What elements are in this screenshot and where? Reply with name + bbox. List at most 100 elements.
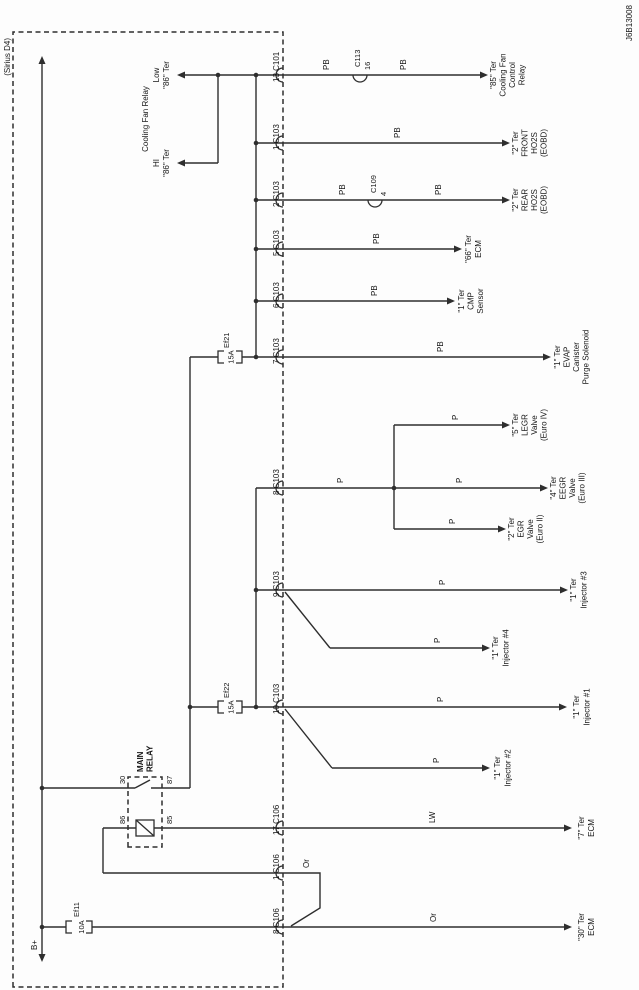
battery-arrow-icon bbox=[38, 954, 46, 962]
connector-label: 6 C103 bbox=[272, 282, 281, 308]
arrow-up-icon bbox=[177, 71, 185, 79]
doc-code-label: J6B13008 bbox=[625, 4, 634, 41]
arrow-down-icon bbox=[559, 703, 567, 711]
connector-8-c106: 8 C106 bbox=[272, 908, 284, 935]
fuse-ef22: 15A Ef22 bbox=[190, 683, 283, 714]
connector-label: 1 C103 bbox=[272, 124, 281, 150]
destination-label: Injector #2 bbox=[504, 749, 513, 787]
connector-label: 8 C103 bbox=[272, 469, 281, 495]
battery-feed-bus: B+ bbox=[30, 56, 46, 962]
row-cooling-fan: Cooling Fan Relay HI "86" Ter Low "86" T… bbox=[141, 50, 527, 177]
destination-label: ECM bbox=[587, 918, 596, 936]
wire-color-label: PB bbox=[436, 341, 445, 352]
wire-color-label: PB bbox=[338, 184, 347, 195]
relay-terminal-86: 86 bbox=[118, 816, 127, 824]
wire-color-label: Or bbox=[429, 913, 438, 922]
battery-label: B+ bbox=[30, 940, 39, 950]
p-distribution-bus bbox=[253, 487, 283, 707]
connector-7-c103: 7 C103 bbox=[272, 338, 284, 365]
connector-label: 10 C103 bbox=[272, 683, 281, 714]
destination-label: "2" Ter bbox=[511, 188, 520, 212]
arrow-down-icon bbox=[454, 245, 462, 253]
destination-label: Sensor bbox=[476, 288, 485, 314]
destination-label: FRONT bbox=[521, 129, 530, 157]
connector-label: 9 C103 bbox=[272, 571, 281, 597]
wire-color-label: PB bbox=[399, 59, 408, 70]
inline-connector-icon bbox=[367, 199, 383, 208]
arrow-down-icon bbox=[543, 353, 551, 361]
harness-boundary-box bbox=[12, 31, 284, 988]
relay-terminal-30: 30 bbox=[118, 776, 127, 784]
arrow-down-icon bbox=[564, 824, 572, 832]
wire-color-label: PB bbox=[370, 285, 379, 296]
jumper-wire bbox=[283, 872, 321, 927]
arrow-down-icon bbox=[540, 484, 548, 492]
destination-label: CMP bbox=[467, 292, 476, 310]
fuse-cap-icon bbox=[86, 920, 93, 934]
destination-label: "5" Ter bbox=[511, 413, 520, 437]
wire-ecm-30: Or "30" Ter ECM bbox=[283, 913, 596, 941]
destination-label: "1" Ter bbox=[457, 289, 466, 313]
row-injectors-3-4: 9 C103 P P "1" Ter Injector #3 "1" Ter I… bbox=[256, 571, 589, 667]
destination-label: HO2S bbox=[530, 132, 539, 154]
fuse-amp-label: 10A bbox=[77, 920, 86, 933]
hi-terminal-label: "86" Ter bbox=[162, 149, 171, 177]
destination-label: (Euro IV) bbox=[540, 409, 549, 441]
row-egr-valves: 8 C103 P P P P "5" Ter LEGR Valve (Euro … bbox=[272, 409, 587, 544]
junction-dot bbox=[215, 72, 221, 78]
destination-label: "2" Ter bbox=[511, 131, 520, 155]
destination-label: "1" Ter bbox=[569, 578, 578, 602]
system-label: (Sirius D4) bbox=[3, 38, 12, 76]
arrow-up-icon bbox=[177, 159, 185, 167]
connector-arc-icon bbox=[275, 241, 284, 257]
arrow-down-icon bbox=[502, 139, 510, 147]
destination-label: Purge Solenoid bbox=[582, 330, 591, 385]
boundary-rect bbox=[12, 31, 284, 988]
wire-color-label: LW bbox=[428, 811, 437, 823]
relay-switch-icon bbox=[128, 779, 162, 789]
connector-arc-icon bbox=[275, 919, 284, 935]
connector-10-c103: 10 C103 bbox=[272, 683, 284, 715]
destination-label: Injector #4 bbox=[502, 629, 511, 667]
connector-label: 13 C101 bbox=[272, 51, 281, 82]
relay-name-line2: RELAY bbox=[146, 745, 155, 772]
relay-terminal-85: 85 bbox=[165, 816, 174, 824]
connector-label: 1 C106 bbox=[272, 854, 281, 880]
connector-label: 5 C103 bbox=[272, 230, 281, 256]
inline-connector-pin: 16 bbox=[363, 62, 372, 70]
destination-label: LEGR bbox=[521, 414, 530, 436]
hi-label: HI bbox=[152, 159, 161, 167]
destination-label: "30" Ter bbox=[577, 913, 586, 941]
destination-label: "1" Ter bbox=[491, 636, 500, 660]
main-relay: 30 87 86 85 MAIN RELAY bbox=[42, 745, 283, 874]
destination-label: (Euro III) bbox=[578, 472, 587, 503]
wire bbox=[284, 708, 482, 769]
destination-label: (EOBD) bbox=[540, 129, 549, 157]
inline-connector-icon bbox=[352, 74, 368, 83]
connector-arc-icon bbox=[275, 293, 284, 309]
relay-coil-slash bbox=[135, 819, 155, 837]
row-rear-ho2s: 2 C103 C109 4 PB PB "2" Ter REAR HO2S (E… bbox=[256, 175, 549, 214]
inline-connector-pin: 4 bbox=[379, 192, 388, 196]
destination-label: (EOBD) bbox=[540, 186, 549, 214]
destination-label: Valve bbox=[530, 415, 539, 435]
connector-arc-icon bbox=[275, 582, 284, 598]
wire bbox=[393, 488, 498, 530]
row-ecm-66: 5 C103 PB "66" Ter ECM bbox=[256, 230, 483, 263]
wire-evap-solenoid: PB "1" Ter EVAP Canister Purge Solenoid bbox=[283, 330, 591, 385]
destination-label: "1" Ter bbox=[493, 756, 502, 780]
connector-label: 2 C103 bbox=[272, 181, 281, 207]
arrow-down-icon bbox=[498, 525, 506, 533]
destination-label: (Euro II) bbox=[536, 514, 545, 543]
destination-label: EVAP bbox=[563, 347, 572, 368]
fuse-name-label: Ef22 bbox=[222, 683, 231, 698]
destination-label: Injector #1 bbox=[583, 688, 592, 726]
switched-power-bus bbox=[162, 357, 193, 789]
connector-arc-icon bbox=[275, 67, 284, 83]
destination-label: Relay bbox=[518, 65, 527, 85]
connector-arc-icon bbox=[275, 480, 284, 496]
pb-distribution-bus bbox=[253, 72, 259, 357]
wire-color-label: PB bbox=[322, 59, 331, 70]
wire-color-label: P bbox=[433, 638, 442, 643]
connector-label: 17 C106 bbox=[272, 804, 281, 835]
